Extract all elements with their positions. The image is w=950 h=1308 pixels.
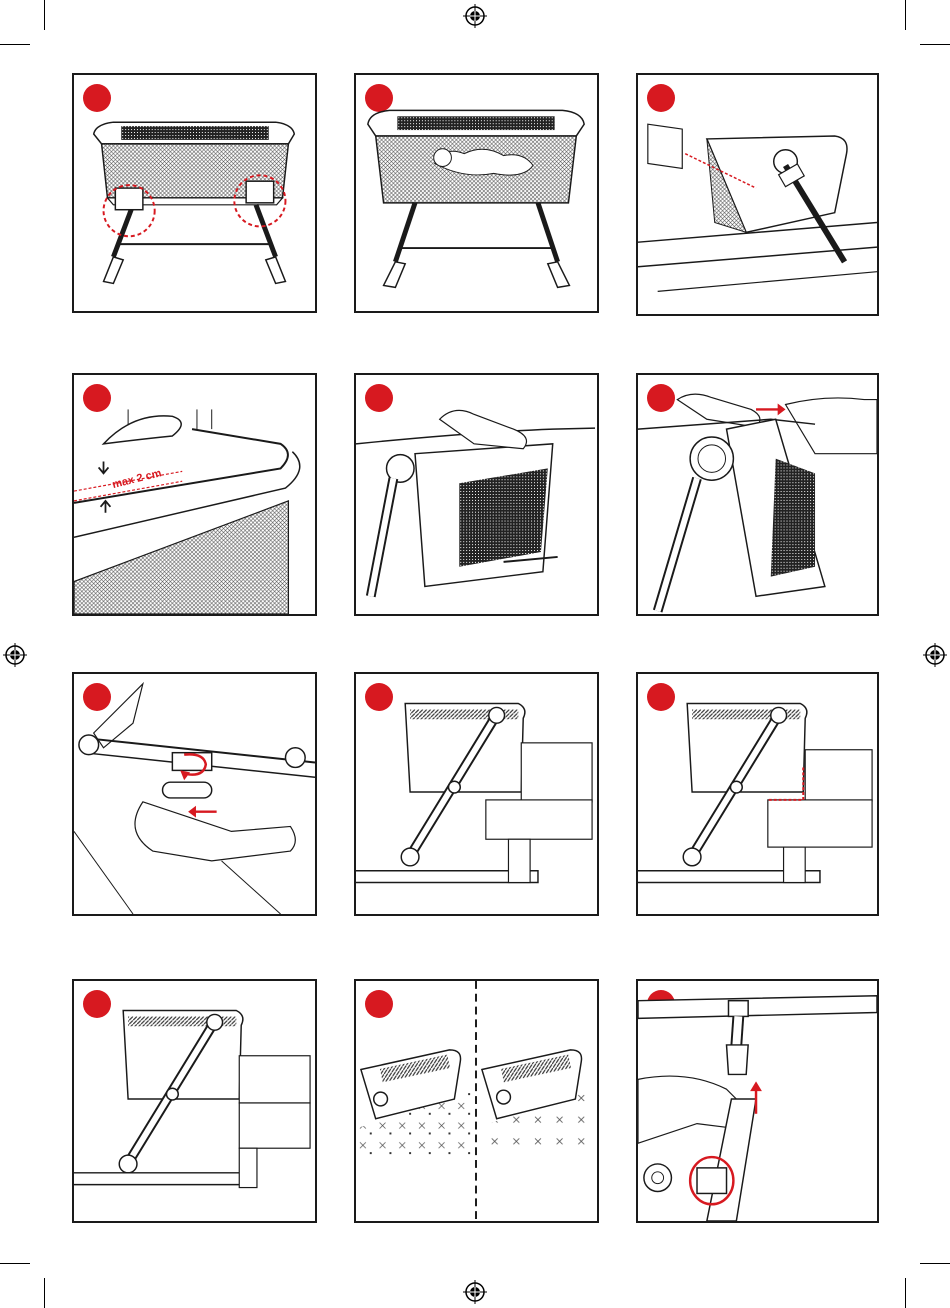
crop-mark-bottom-left-h: [0, 1263, 30, 1264]
crop-mark-bottom-right-h: [920, 1263, 950, 1264]
crop-mark-bottom-left-v: [44, 1278, 45, 1308]
step-panel-2: [354, 73, 599, 313]
step-panel-5: [354, 373, 599, 616]
registration-mark-icon: [3, 643, 27, 667]
crop-mark-top-left-v: [44, 0, 45, 30]
registration-mark-icon: [463, 1280, 487, 1304]
registration-mark-icon: [463, 4, 487, 28]
step-panel-7: [72, 672, 317, 916]
step-panel-3: [636, 73, 879, 316]
step-panel-10: [72, 979, 317, 1223]
step-panel-1: [72, 73, 317, 313]
registration-mark-icon: [923, 643, 947, 667]
crop-mark-top-right-h: [920, 44, 950, 45]
step-panel-11: [354, 979, 599, 1223]
crop-mark-bottom-right-v: [905, 1278, 906, 1308]
step-panel-4: max 2 cm max 2 cm: [72, 373, 317, 616]
step-panel-9: [636, 672, 879, 916]
step-panel-6: [636, 373, 879, 616]
crop-mark-top-right-v: [905, 0, 906, 30]
step-panel-8: [354, 672, 599, 916]
crop-mark-top-left-h: [0, 44, 30, 45]
step-panel-12: [636, 979, 879, 1223]
